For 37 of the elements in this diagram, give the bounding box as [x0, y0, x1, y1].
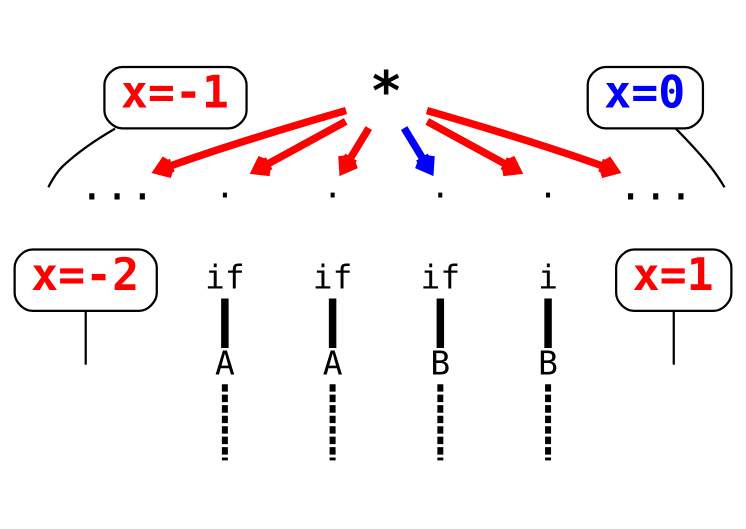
- node-text: *: [370, 59, 402, 122]
- node-text: if: [205, 258, 245, 297]
- node-box: x=-2: [14, 248, 158, 312]
- node-text: .: [322, 166, 343, 206]
- node-text: A: [322, 344, 343, 383]
- node-text: .: [214, 166, 235, 206]
- connector: [672, 311, 675, 365]
- node-text: i: [538, 258, 558, 297]
- arrow: [400, 126, 435, 174]
- node-text: .: [430, 166, 450, 206]
- node-text: ...: [79, 160, 155, 210]
- connector: [437, 384, 444, 460]
- node-text: ...: [618, 160, 694, 210]
- node-box: x=0: [586, 66, 704, 130]
- connector: [436, 298, 444, 348]
- node-text: if: [312, 258, 352, 297]
- connector: [328, 298, 336, 348]
- node-text: B: [538, 344, 558, 383]
- arrow: [426, 106, 620, 178]
- connector: [222, 384, 228, 460]
- arrow: [252, 118, 348, 176]
- node-text: A: [214, 344, 235, 383]
- connector: [221, 298, 229, 348]
- arrow: [154, 106, 348, 178]
- node-text: B: [430, 344, 450, 383]
- node-box: x=-1: [103, 66, 248, 130]
- connector: [84, 311, 87, 365]
- connector: [544, 298, 552, 348]
- connector: [545, 384, 552, 460]
- arrow: [338, 126, 372, 174]
- node-box: x=1: [615, 248, 732, 312]
- connector: [675, 128, 726, 188]
- node-text: if: [420, 258, 460, 297]
- node-text: .: [538, 166, 558, 206]
- connector: [47, 128, 116, 188]
- connector: [330, 384, 336, 460]
- arrow: [425, 118, 522, 176]
